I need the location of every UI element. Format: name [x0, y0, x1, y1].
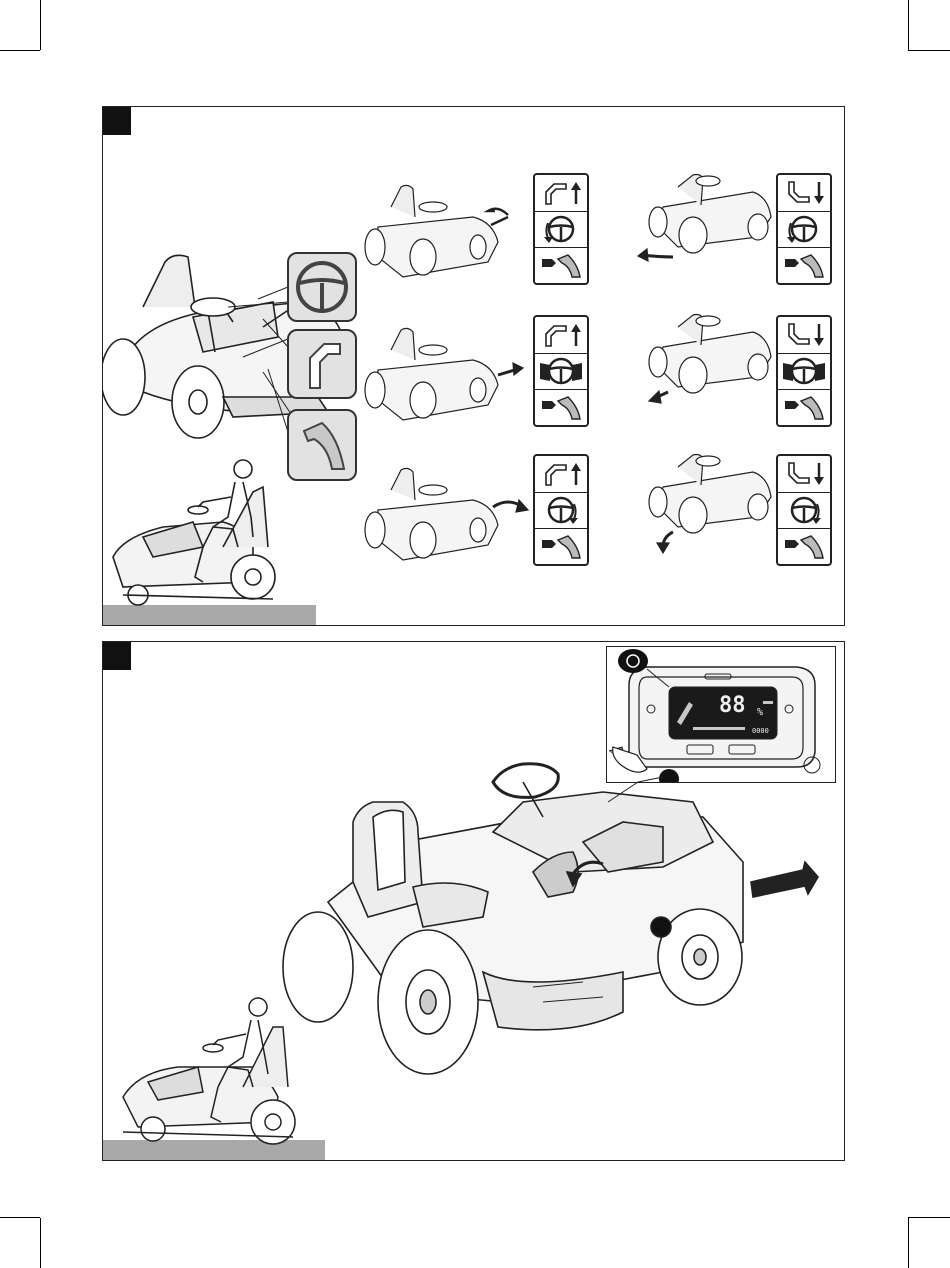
instruction-box-back-right: [776, 454, 832, 566]
mower-forward-left-turn: [365, 185, 508, 277]
mower-main-illustration: [283, 764, 818, 1074]
forward-lever-icon: [535, 317, 587, 353]
pedal-press-icon: [535, 247, 587, 283]
pedal-press-icon: [778, 389, 830, 425]
crop-mark-top-left-h: [0, 50, 40, 51]
crop-mark-bottom-left-h: [0, 1217, 40, 1218]
figure-1-illustration: [103, 107, 844, 625]
reverse-lever-icon: [778, 317, 830, 353]
reverse-lever-icon: [778, 456, 830, 492]
pedal-press-icon: [778, 247, 830, 283]
crop-mark-bottom-right-h: [908, 1217, 950, 1218]
operator-on-mower-illustration: [113, 460, 275, 605]
steering-hands-on-wheel-icon: [535, 353, 587, 389]
instruction-box-middle-right: [776, 315, 832, 427]
mower-reverse-left-turn: [638, 175, 771, 262]
instruction-box-front-left: [533, 173, 589, 285]
mower-reverse-right-turn: [649, 455, 771, 554]
crop-mark-bottom-left-v: [40, 1218, 41, 1268]
figure-2-panel: 88 % 0000: [102, 641, 845, 1161]
pedal-press-icon: [535, 389, 587, 425]
figure-2-illustration: [103, 642, 844, 1160]
accelerator-pedal-callout: [287, 409, 357, 481]
crop-mark-top-right-v: [908, 0, 909, 50]
steering-turn-right-icon: [535, 492, 587, 528]
mower-reverse-straight: [649, 315, 771, 404]
crop-mark-top-right-h: [908, 50, 950, 51]
pedal-press-icon: [535, 528, 587, 564]
steering-wheel-callout: [287, 252, 357, 322]
figure-1-panel: [102, 106, 845, 626]
accelerator-pedal-icon: [294, 417, 350, 473]
forward-lever-icon: [535, 456, 587, 492]
steering-turn-left-icon: [778, 211, 830, 247]
instruction-box-back-left: [533, 454, 589, 566]
steering-hands-on-wheel-icon: [778, 353, 830, 389]
instruction-box-front-right: [776, 173, 832, 285]
mower-forward-right-turn: [365, 468, 528, 560]
pedal-press-icon: [778, 528, 830, 564]
reverse-lever-icon: [778, 175, 830, 211]
forward-lever-icon: [535, 175, 587, 211]
steering-turn-left-icon: [535, 211, 587, 247]
crop-mark-top-left-v: [40, 0, 41, 50]
steering-wheel-icon: [294, 259, 350, 315]
crop-mark-bottom-right-v: [908, 1218, 909, 1268]
operator-on-mower-small: [123, 998, 295, 1144]
direction-lever-icon: [294, 336, 350, 392]
direction-lever-callout: [287, 329, 357, 399]
mower-forward-straight: [365, 328, 523, 420]
instruction-box-middle-left: [533, 315, 589, 427]
steering-turn-right-icon: [778, 492, 830, 528]
